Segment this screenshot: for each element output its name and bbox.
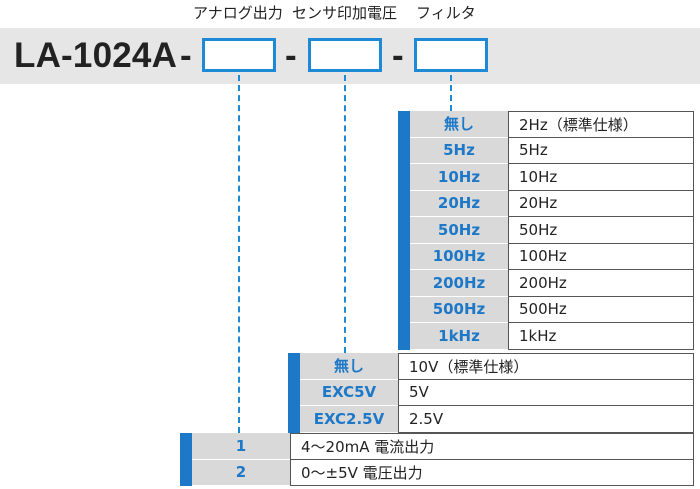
filter-option-stripe — [398, 190, 410, 217]
filter-option-stripe — [398, 270, 410, 297]
filter-option-description: 2Hz（標準仕様） — [508, 111, 694, 138]
filter-option-stripe — [398, 323, 410, 350]
separator-2: - — [285, 36, 297, 75]
filter-option-stripe — [398, 111, 410, 138]
voltage-option-description: 10V（標準仕様） — [398, 353, 694, 380]
output-option-description: 4～20mA 電流出力 — [290, 433, 694, 460]
voltage-option-stripe — [288, 379, 300, 407]
filter-option-code: 1kHz — [410, 323, 508, 350]
filter-option-code: 50Hz — [410, 217, 508, 244]
analog-output-slot — [202, 38, 276, 72]
filter-option-stripe — [398, 296, 410, 323]
output-option-code: 1 — [192, 433, 290, 460]
filter-option-description: 50Hz — [508, 217, 694, 244]
voltage-option-stripe — [288, 353, 300, 380]
sensor-voltage-label: センサ印加電圧 — [292, 4, 398, 22]
voltage-option-description: 5V — [398, 379, 694, 407]
filter-option-code: 無し — [410, 111, 508, 138]
filter-option-code: 200Hz — [410, 270, 508, 297]
output-option-code: 2 — [192, 459, 290, 486]
sensor-voltage-slot — [308, 38, 382, 72]
filter-label: フィルタ — [416, 4, 476, 22]
filter-connector — [450, 75, 452, 111]
sensor-voltage-connector — [344, 75, 346, 353]
filter-option-description: 500Hz — [508, 296, 694, 323]
separator-3: - — [392, 36, 404, 75]
model-number: LA-1024A — [14, 36, 178, 75]
analog-output-label: アナログ出力 — [193, 4, 283, 22]
filter-option-stripe — [398, 243, 410, 270]
analog-output-connector — [238, 75, 240, 433]
filter-option-code: 10Hz — [410, 164, 508, 191]
filter-option-stripe — [398, 164, 410, 191]
voltage-option-code: 無し — [300, 353, 398, 380]
output-option-stripe — [180, 459, 192, 486]
filter-option-description: 100Hz — [508, 243, 694, 270]
voltage-option-code: EXC5V — [300, 379, 398, 407]
output-option-description: 0～±5V 電圧出力 — [290, 459, 694, 486]
filter-option-description: 5Hz — [508, 137, 694, 164]
filter-option-code: 5Hz — [410, 137, 508, 164]
voltage-option-code: EXC2.5V — [300, 406, 398, 433]
filter-option-description: 1kHz — [508, 323, 694, 350]
filter-option-code: 20Hz — [410, 190, 508, 217]
filter-option-stripe — [398, 217, 410, 244]
voltage-option-description: 2.5V — [398, 406, 694, 433]
voltage-option-stripe — [288, 406, 300, 433]
filter-option-description: 10Hz — [508, 164, 694, 191]
filter-option-description: 20Hz — [508, 190, 694, 217]
output-option-stripe — [180, 433, 192, 460]
filter-option-code: 100Hz — [410, 243, 508, 270]
filter-slot — [414, 38, 488, 72]
filter-option-description: 200Hz — [508, 270, 694, 297]
filter-option-code: 500Hz — [410, 296, 508, 323]
separator-1: - — [180, 36, 192, 75]
filter-option-stripe — [398, 137, 410, 164]
